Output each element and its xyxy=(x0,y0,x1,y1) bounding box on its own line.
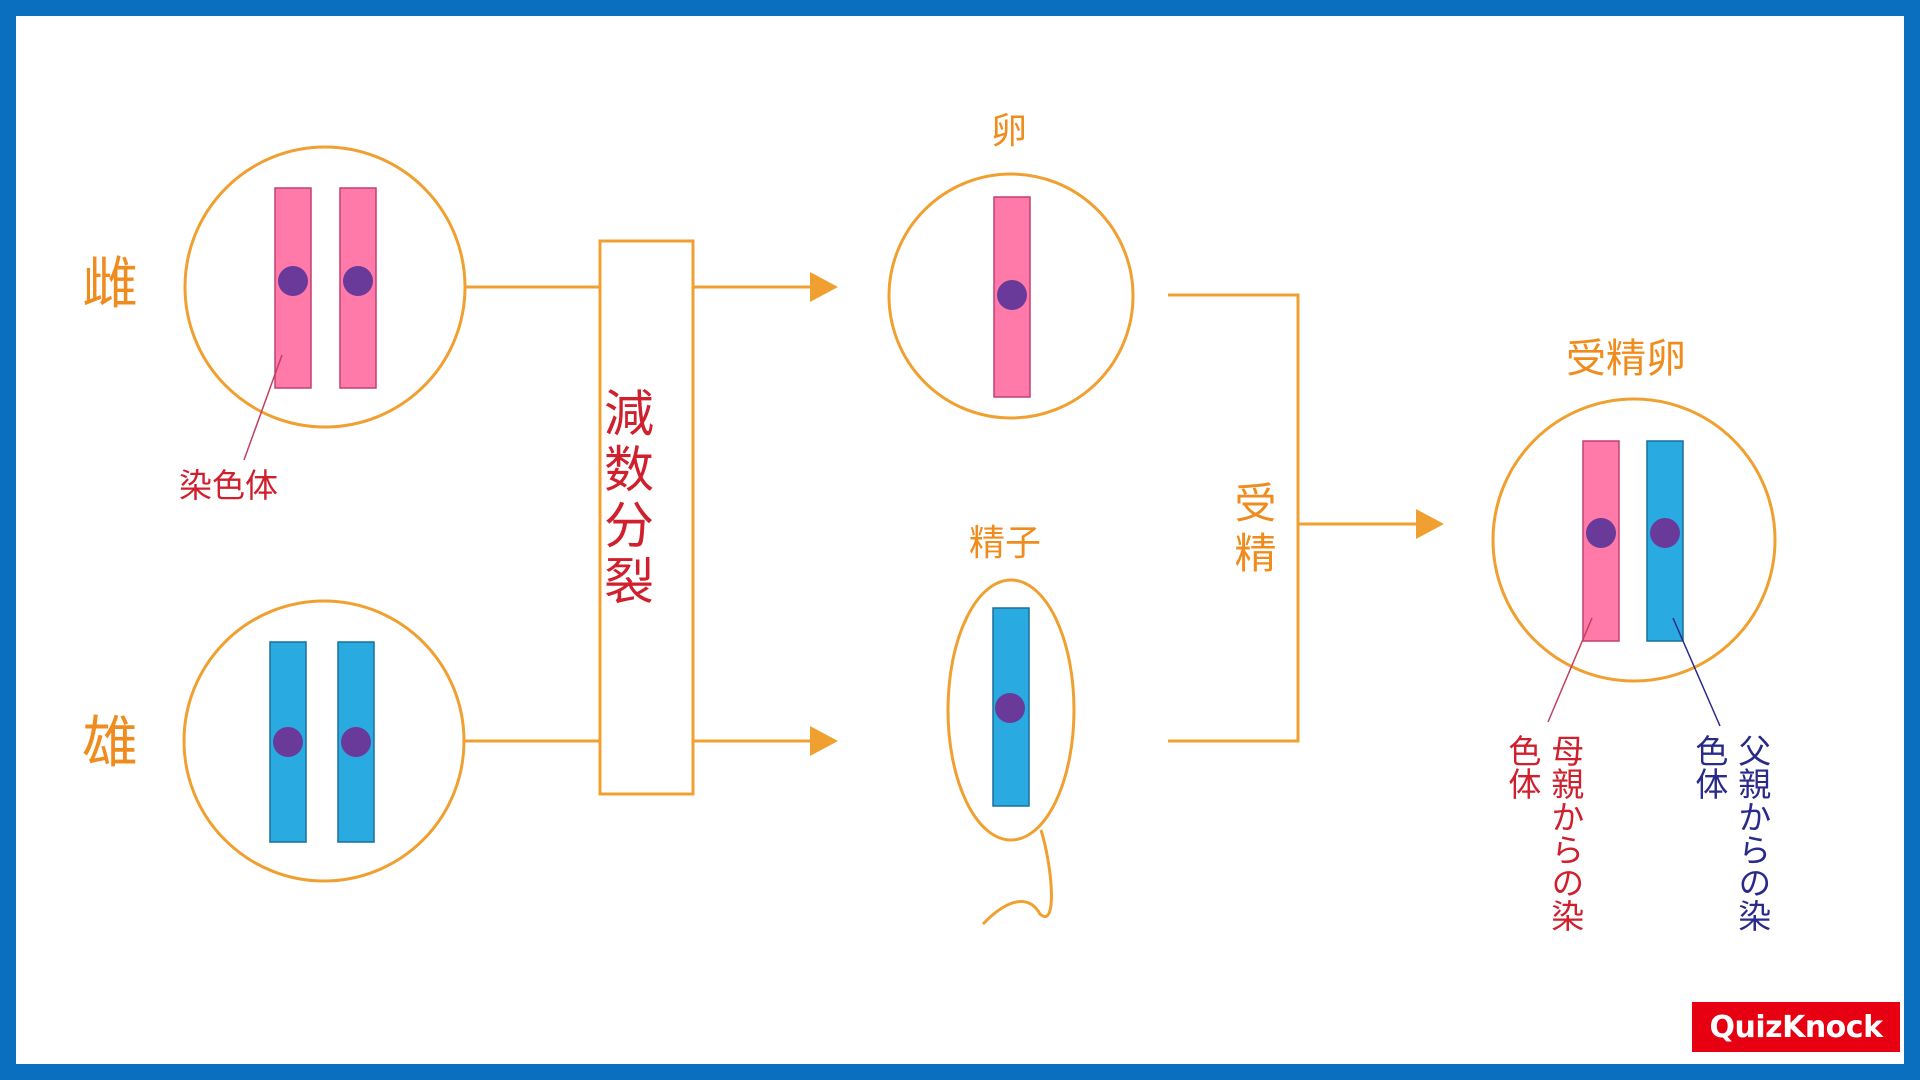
sperm-tail xyxy=(981,829,1053,926)
quizknock-logo: QuizKnock xyxy=(1692,1002,1900,1052)
arrow-to-sperm-head xyxy=(810,726,838,756)
meiosis-label: 減数分裂 xyxy=(596,387,654,611)
maternal-chromosome-label: 母親からの染色体 xyxy=(1502,734,1585,932)
male-cell xyxy=(182,599,466,883)
centromere xyxy=(343,266,373,296)
centromere xyxy=(995,693,1025,723)
fertilization-bracket xyxy=(1168,293,1300,743)
centromere xyxy=(341,727,371,757)
maternal-pointer-line xyxy=(1547,617,1593,723)
zygote-label: 受精卵 xyxy=(1566,336,1686,382)
centromere xyxy=(1650,518,1680,548)
paternal-pointer-line xyxy=(1672,617,1721,727)
sperm-label: 精子 xyxy=(969,523,1042,564)
centromere xyxy=(278,266,308,296)
sperm-cell xyxy=(946,578,1076,842)
chromosome-pointer-line xyxy=(243,354,283,461)
male-label: 雄 xyxy=(82,711,138,776)
meiosis-box xyxy=(598,239,695,796)
chromosome-label: 染色体 xyxy=(179,466,278,505)
egg-label: 卵 xyxy=(991,111,1028,152)
paternal-chromosome-label: 父親からの染色体 xyxy=(1689,734,1772,932)
arrow-to-zygote-head xyxy=(1416,509,1444,539)
arrow-to-egg-head xyxy=(810,272,838,302)
centromere xyxy=(1586,518,1616,548)
female-label: 雌 xyxy=(82,252,138,317)
fertilization-label: 受精 xyxy=(1228,481,1277,581)
egg-cell xyxy=(887,172,1135,420)
female-cell xyxy=(183,145,467,429)
centromere xyxy=(997,280,1027,310)
centromere xyxy=(273,727,303,757)
zygote-cell xyxy=(1491,397,1777,683)
logo-text: QuizKnock xyxy=(1709,1009,1883,1045)
